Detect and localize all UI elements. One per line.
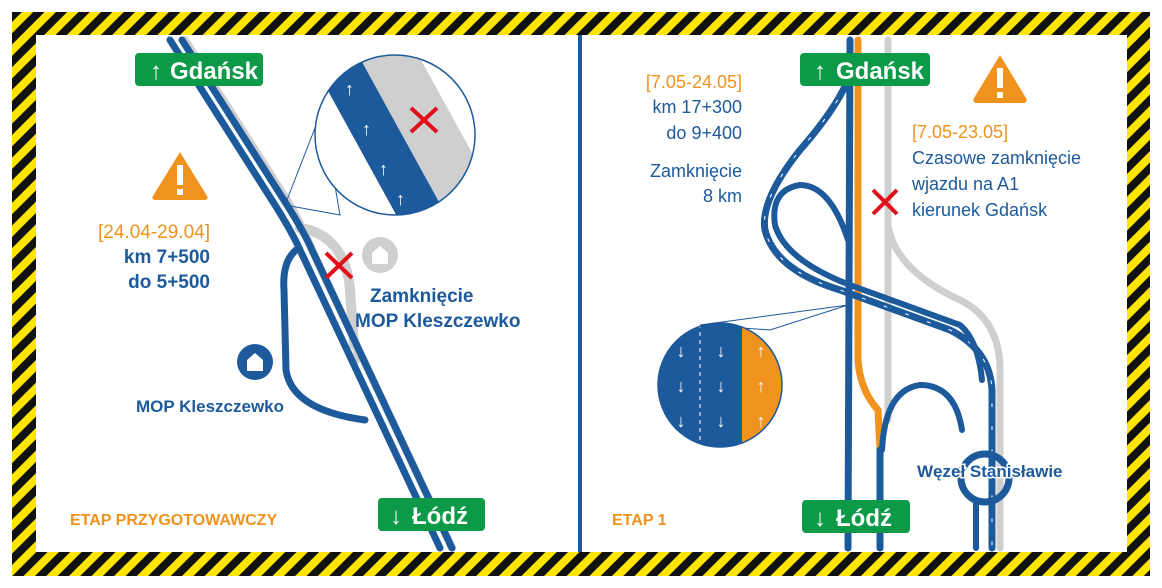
entry-closed-x-icon: [871, 188, 899, 216]
left-km-from: km 7+500: [124, 247, 210, 268]
mop-label: MOP Kleszczewko: [136, 397, 284, 416]
left-sign-lodz: ↓ Łódź: [378, 498, 485, 531]
right-warning-triangle-icon: [973, 55, 1027, 103]
svg-text:↓: ↓: [677, 341, 686, 361]
svg-text:↓: ↓: [677, 376, 686, 396]
svg-text:↑: ↑: [362, 119, 371, 139]
left-dates: [24.04-29.04]: [98, 222, 210, 243]
right-dates-left: [7.05-24.05]: [646, 72, 742, 92]
right-closure-length: 8 km: [703, 186, 742, 206]
svg-text:↓: ↓: [717, 376, 726, 396]
mop-house-icon: [237, 344, 273, 380]
left-km-to: do 5+500: [128, 272, 210, 293]
svg-text:↓: ↓: [677, 411, 686, 431]
svg-text:↑: ↑: [757, 341, 766, 361]
sign-label: Łódź: [412, 503, 468, 530]
right-dates-right: [7.05-23.05]: [912, 122, 1008, 142]
closure-line2: MOP Kleszczewko: [355, 311, 520, 332]
left-stage-label: ETAP PRZYGOTOWAWCZY: [70, 512, 277, 529]
sign-label: Gdańsk: [170, 58, 259, 85]
left-warning-triangle-icon: [152, 152, 208, 200]
left-zoom-lens: ↑ ↑ ↑ ↑: [284, 54, 476, 216]
entry-closure-line2: wjazdu na A1: [911, 174, 1019, 194]
arrow-up-icon: ↑: [814, 58, 826, 85]
mop-closed-house-icon: [362, 237, 398, 273]
svg-text:↑: ↑: [757, 411, 766, 431]
closure-line1: Zamknięcie: [370, 286, 474, 307]
svg-text:↑: ↑: [345, 79, 354, 99]
right-road-network: [760, 36, 1013, 552]
svg-text:↑: ↑: [757, 376, 766, 396]
sign-label: Łódź: [836, 505, 892, 532]
svg-text:↑: ↑: [379, 159, 388, 179]
arrow-up-icon: ↑: [150, 58, 162, 85]
closed-lane-x-icon: [409, 106, 439, 134]
svg-text:↓: ↓: [717, 411, 726, 431]
sign-label: Gdańsk: [836, 58, 925, 85]
entry-closure-line1: Czasowe zamknięcie: [912, 148, 1081, 168]
right-stage-label: ETAP 1: [612, 512, 667, 529]
arrow-down-icon: ↓: [814, 505, 826, 532]
right-km-to: do 9+400: [666, 123, 742, 143]
right-sign-lodz: ↓ Łódź: [802, 500, 910, 533]
arrow-down-icon: ↓: [390, 503, 402, 530]
entry-closure-line3: kierunek Gdańsk: [912, 200, 1048, 220]
right-sign-gdansk: ↑ Gdańsk: [800, 53, 930, 86]
svg-text:↓: ↓: [717, 341, 726, 361]
junction-label: Węzeł Stanisławie: [917, 462, 1063, 481]
right-closure: Zamknięcie: [650, 161, 742, 181]
mop-closed-x-icon: [324, 251, 354, 280]
right-km-from: km 17+300: [652, 97, 742, 117]
panel-divider: [578, 35, 582, 552]
left-sign-gdansk: ↑ Gdańsk: [135, 53, 263, 86]
svg-text:↑: ↑: [396, 189, 405, 209]
